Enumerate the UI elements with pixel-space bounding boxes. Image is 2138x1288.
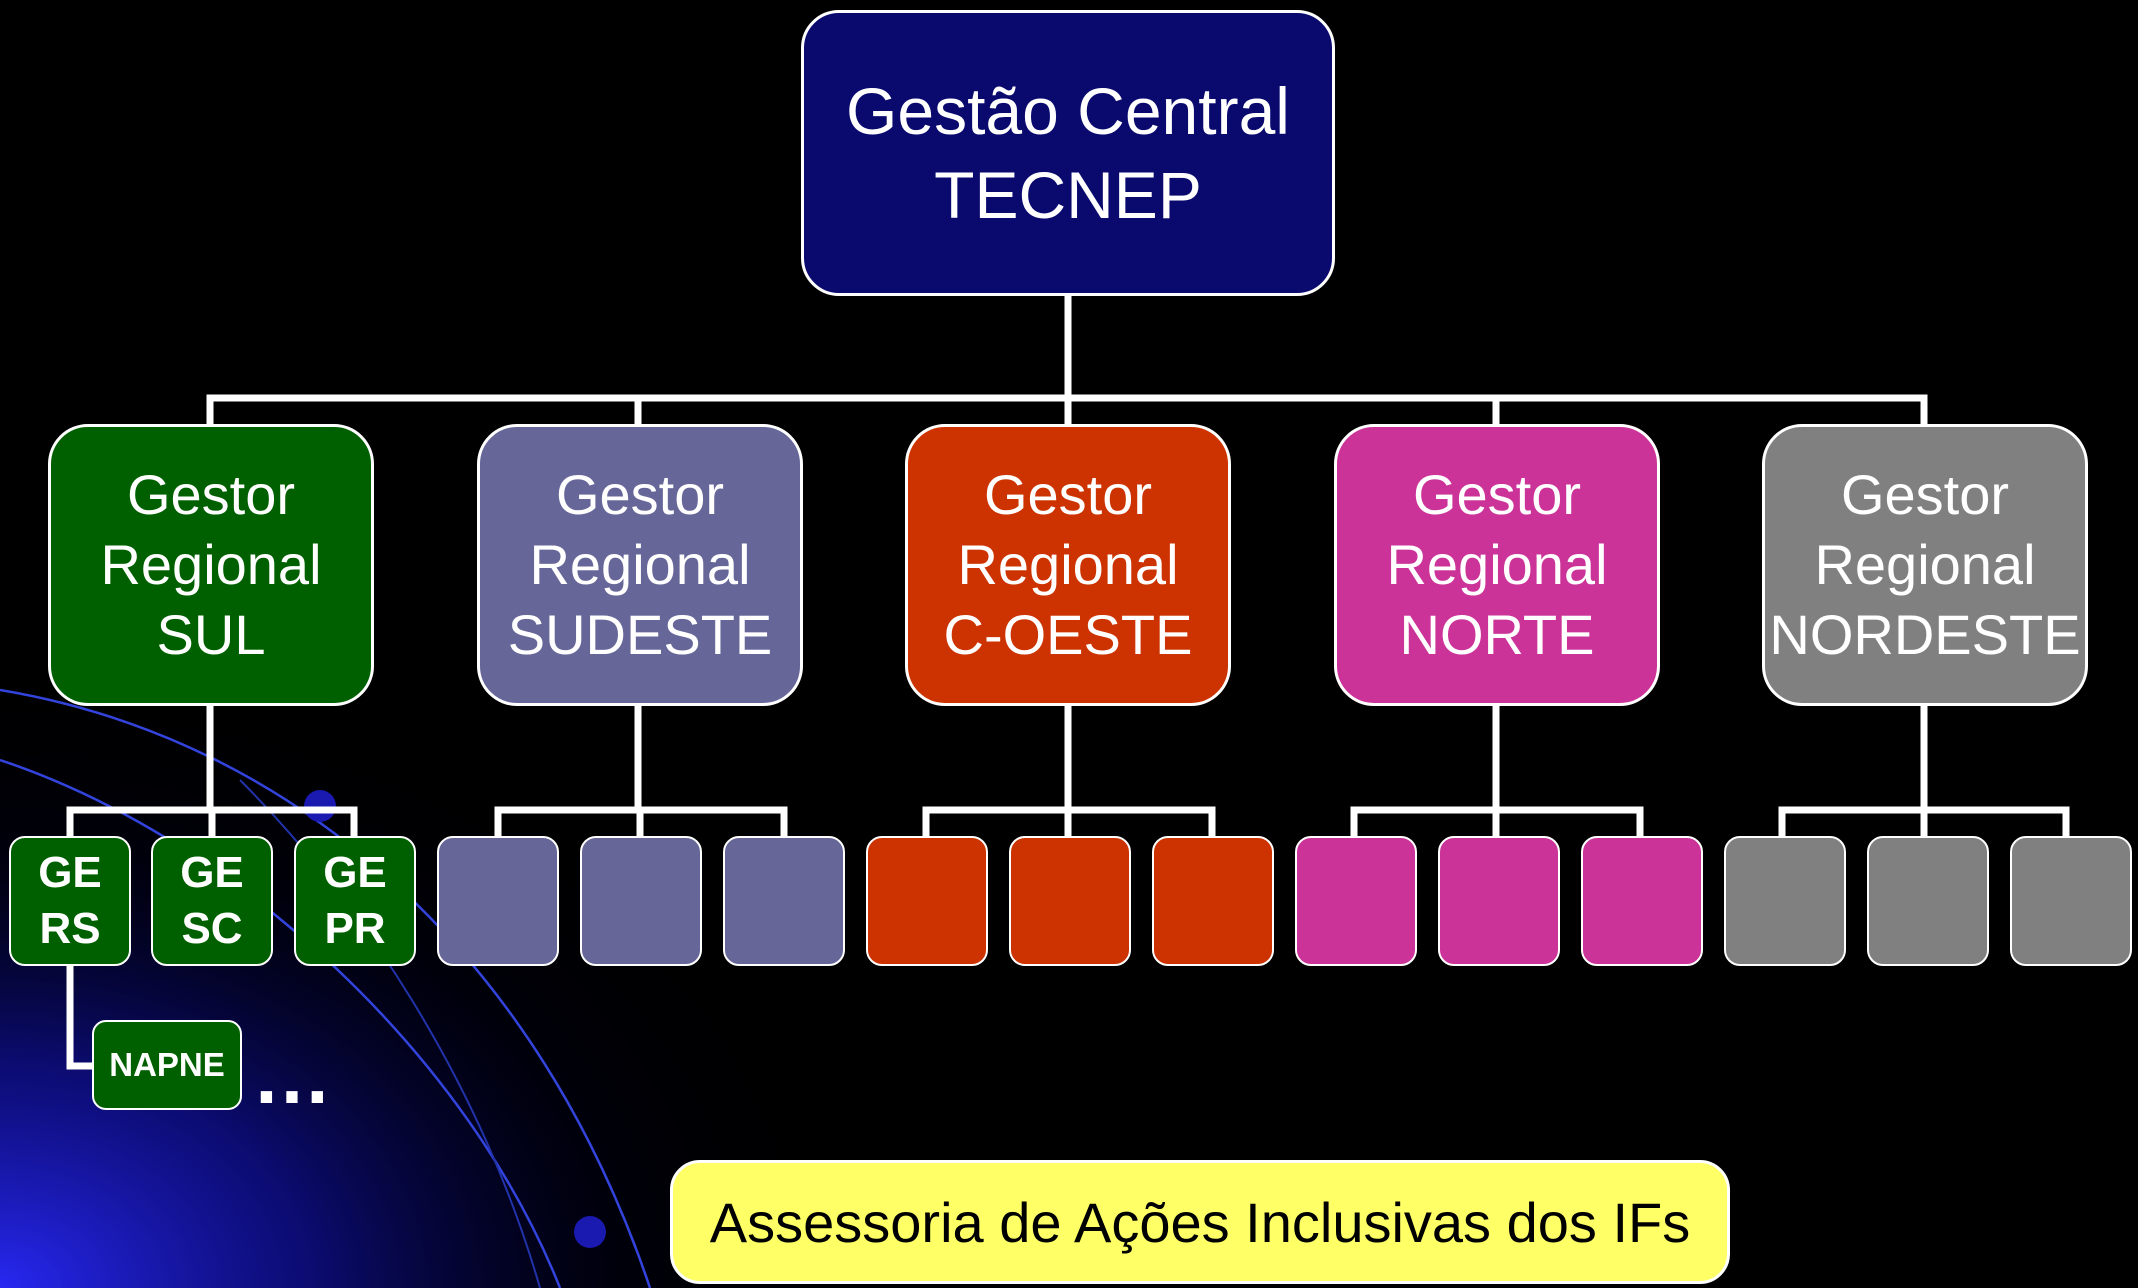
- state-box-nordeste-2: [1867, 836, 1989, 966]
- region-box-norte: Gestor Regional NORTE: [1334, 424, 1660, 706]
- assessoria-box: Assessoria de Ações Inclusivas dos IFs: [670, 1160, 1730, 1284]
- background-arc: [0, 758, 562, 1288]
- state-label: GE: [38, 848, 102, 897]
- central-title: Gestão Central: [846, 74, 1290, 148]
- ellipsis-more: …: [252, 1031, 336, 1120]
- region-label: Regional: [957, 533, 1179, 596]
- state-label: GE: [180, 848, 244, 897]
- state-box-sudeste-2: [580, 836, 702, 966]
- assessoria-label: Assessoria de Ações Inclusivas dos IFs: [709, 1190, 1691, 1254]
- central-management-box: Gestão Central TECNEP: [801, 10, 1335, 296]
- region-name: NORTE: [1399, 603, 1595, 666]
- napne-label: NAPNE: [109, 1046, 225, 1083]
- region-name: NORDESTE: [1769, 603, 2081, 666]
- state-box-c-oeste-3: [1152, 836, 1274, 966]
- napne-box: NAPNE: [92, 1020, 242, 1110]
- state-box-nordeste-3: [2010, 836, 2132, 966]
- background-arc: [239, 779, 541, 1288]
- state-code: PR: [324, 904, 386, 953]
- region-box-c-oeste: Gestor Regional C-OESTE: [905, 424, 1231, 706]
- region-label: Regional: [100, 533, 322, 596]
- region-name: SUDESTE: [507, 603, 773, 666]
- region-box-nordeste: Gestor Regional NORDESTE: [1762, 424, 2088, 706]
- region-label: Gestor: [983, 463, 1153, 526]
- region-box-sul: Gestor Regional SUL: [48, 424, 374, 706]
- region-label: Gestor: [126, 463, 296, 526]
- central-subtitle: TECNEP: [934, 158, 1202, 232]
- state-box-norte-1: [1295, 836, 1417, 966]
- region-label: Gestor: [1840, 463, 2010, 526]
- state-label: GE: [323, 848, 387, 897]
- state-box-sc: GE SC: [151, 836, 273, 966]
- state-box-sudeste-1: [437, 836, 559, 966]
- region-label: Regional: [1386, 533, 1608, 596]
- state-box-norte-2: [1438, 836, 1560, 966]
- region-label: Regional: [529, 533, 751, 596]
- state-box-nordeste-1: [1724, 836, 1846, 966]
- state-box-c-oeste-2: [1009, 836, 1131, 966]
- connector: [66, 962, 96, 1070]
- state-box-rs: GE RS: [9, 836, 131, 966]
- state-code: RS: [39, 904, 101, 953]
- region-box-sudeste: Gestor Regional SUDESTE: [477, 424, 803, 706]
- region-name: SUL: [156, 603, 266, 666]
- background-dot: [574, 1216, 606, 1248]
- state-box-c-oeste-1: [866, 836, 988, 966]
- state-box-sudeste-3: [723, 836, 845, 966]
- state-code: SC: [181, 904, 243, 953]
- background-dot: [304, 790, 336, 822]
- state-box-norte-3: [1581, 836, 1703, 966]
- region-name: C-OESTE: [943, 603, 1193, 666]
- state-box-pr: GE PR: [294, 836, 416, 966]
- region-label: Gestor: [1412, 463, 1582, 526]
- region-label: Gestor: [555, 463, 725, 526]
- region-label: Regional: [1814, 533, 2036, 596]
